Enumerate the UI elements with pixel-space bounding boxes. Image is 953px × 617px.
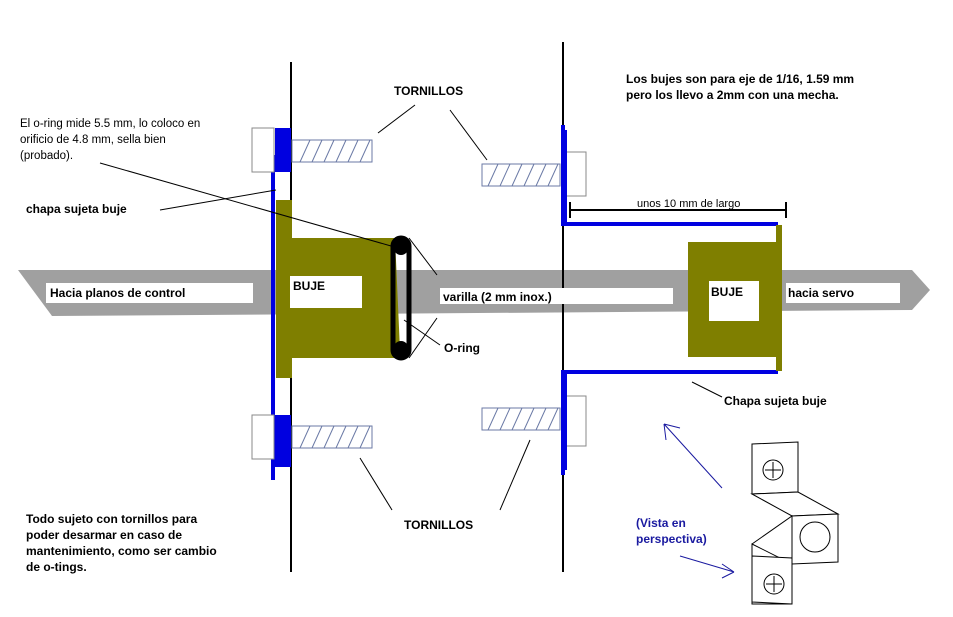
perspective-arrows <box>663 423 735 579</box>
screw-body-left-top <box>291 139 373 163</box>
label-oring: O-ring <box>444 341 480 355</box>
screw-head-right-top <box>565 151 587 197</box>
leader-lines <box>99 104 723 511</box>
label-hacia-planos: Hacia planos de control <box>50 286 186 300</box>
label-bujes-note-1: Los bujes son para eje de 1/16, 1.59 mm <box>626 72 855 86</box>
buje-right-flange <box>776 225 782 371</box>
screw-head-right-bottom <box>565 395 587 447</box>
perspective-bracket <box>750 441 840 605</box>
screw-head-left-bottom <box>251 414 275 460</box>
label-oring-note-3: (probado). <box>20 150 74 162</box>
box-buje-right <box>709 281 759 321</box>
label-note-3: mantenimiento, como ser cambio <box>26 544 217 558</box>
screw-body-right-top <box>481 163 561 187</box>
screw-hatching <box>299 139 559 449</box>
oring-top <box>393 237 409 255</box>
box-varilla <box>440 288 673 304</box>
plate-right <box>561 125 778 475</box>
oring-cone <box>408 237 438 359</box>
label-tornillos-bottom: TORNILLOS <box>404 518 474 532</box>
screw-head-left-top <box>251 127 275 173</box>
label-chapa-right: Chapa sujeta buje <box>724 394 827 408</box>
label-chapa-left: chapa sujeta buje <box>26 202 127 216</box>
label-oring-note-1: El o-ring mide 5.5 mm, lo coloco en <box>20 118 201 130</box>
label-oring-note-2: orificio de 4.8 mm, sella bien <box>20 134 166 146</box>
plate-left <box>271 155 275 480</box>
box-buje-left <box>290 276 362 308</box>
label-note-1: Todo sujeto con tornillos para <box>26 512 198 526</box>
plate-left-bottom-block <box>275 415 291 467</box>
label-length: unos 10 mm de largo <box>637 198 741 210</box>
label-vista-2: perspectiva) <box>636 532 707 546</box>
label-varilla: varilla (2 mm inox.) <box>443 290 552 304</box>
label-note-2: poder desarmar en caso de <box>26 528 183 542</box>
label-vista-1: (Vista en <box>636 516 686 530</box>
label-buje-right: BUJE <box>711 285 744 299</box>
label-hacia-servo: hacia servo <box>788 286 855 300</box>
label-bujes-note-2: pero los llevo a 2mm con una mecha. <box>626 88 839 102</box>
dimension-line <box>569 202 787 218</box>
label-buje-left: BUJE <box>293 279 326 293</box>
oring-bottom <box>393 341 409 359</box>
label-note-4: de o-tings. <box>26 560 87 574</box>
screw-body-left-bottom <box>291 425 373 449</box>
plate-left-top-block <box>275 128 291 172</box>
box-hacia-planos <box>46 283 253 303</box>
label-tornillos-top: TORNILLOS <box>394 84 464 98</box>
screw-body-right-bottom <box>481 407 561 431</box>
box-hacia-servo <box>786 283 900 303</box>
